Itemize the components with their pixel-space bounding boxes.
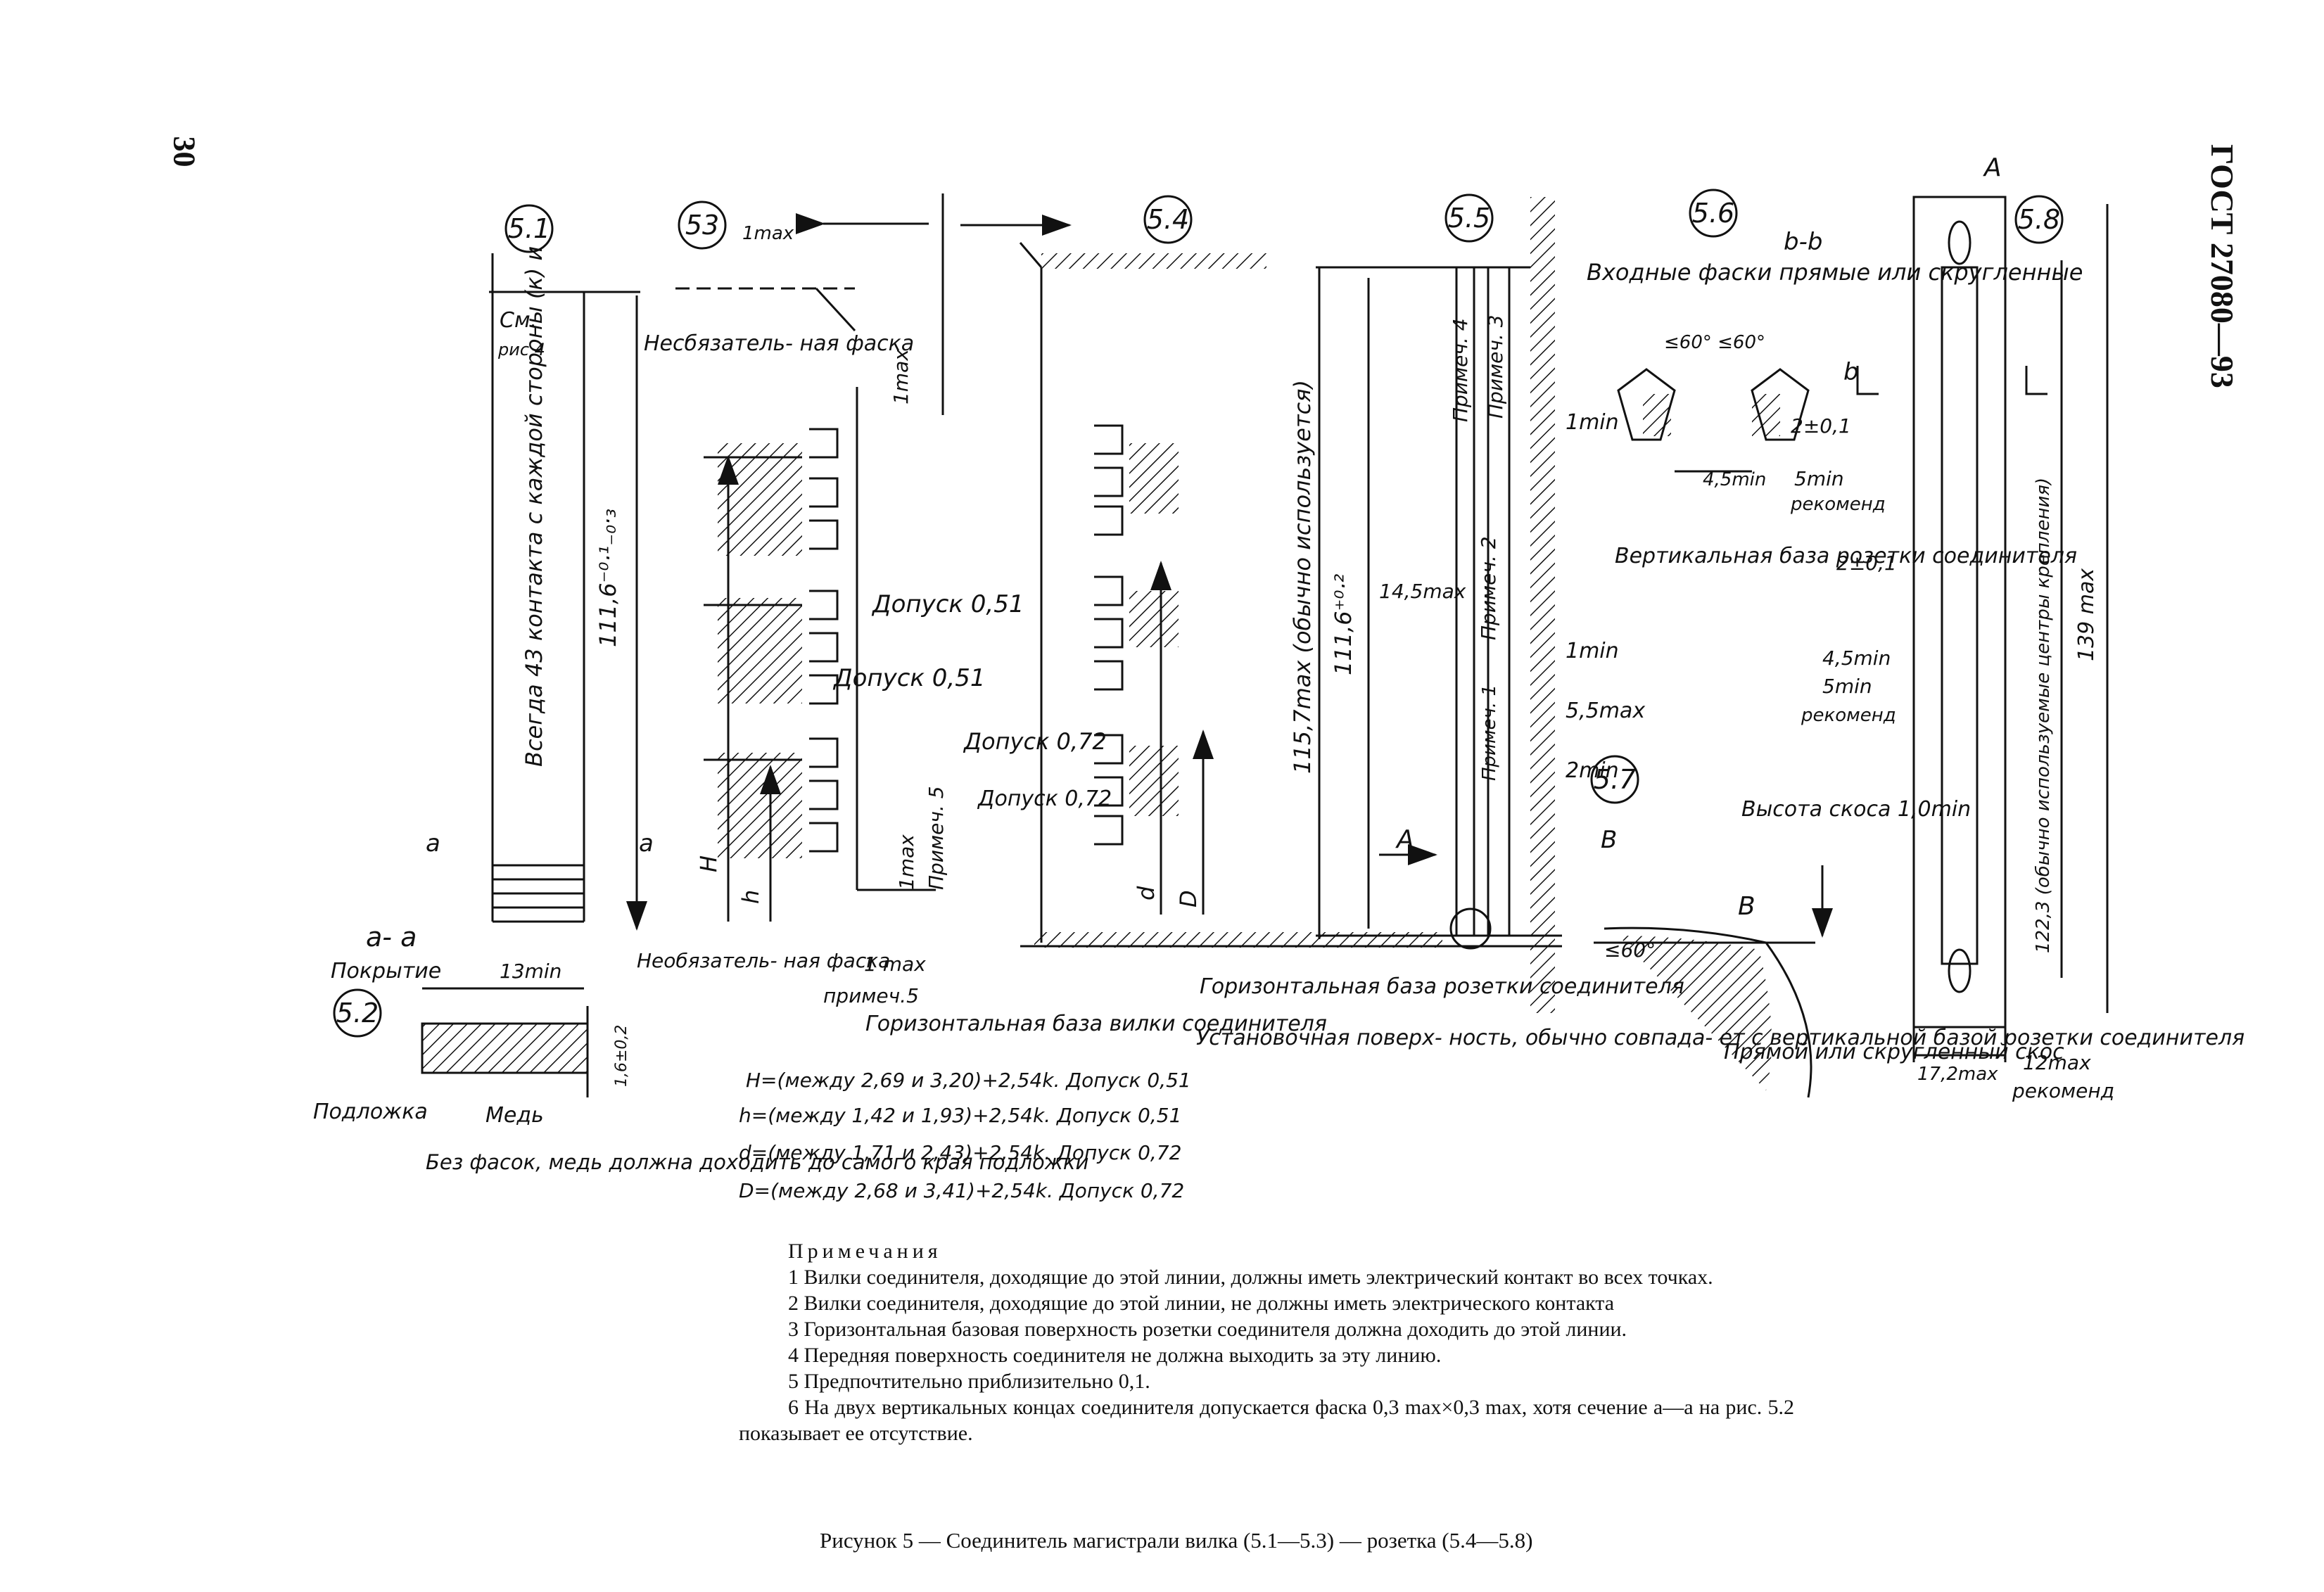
annotation-primech: Примеч. 3 — [1484, 314, 1507, 419]
annotation-1min: 1min — [1566, 639, 1619, 663]
annotation-dopusk: Допуск 0,72 — [977, 787, 1112, 811]
annotation-1max: 1max — [889, 349, 913, 405]
note-item: 3 Горизонтальная базовая поверхность роз… — [788, 1318, 1627, 1341]
notes-heading: Примечания — [788, 1240, 942, 1263]
annotation-5-5max: 5,5max — [1566, 699, 1645, 723]
annotation-a: a — [426, 829, 440, 858]
figure-caption: Рисунок 5 — Соединитель магистрали вилка… — [820, 1528, 1533, 1553]
section-label: 53 — [685, 210, 719, 241]
section-label: 5.5 — [1448, 203, 1490, 234]
annotation-primech: примеч.5 — [823, 984, 919, 1007]
annotation-4-5min: 4,5min — [1822, 647, 1891, 670]
note-item: 6 На двух вертикальных концах соединител… — [739, 1396, 1794, 1445]
annotation-13min: 13min — [500, 960, 561, 983]
annotation-2min: 2min — [1566, 758, 1619, 783]
annotation-dim-139: 139 max — [2074, 568, 2099, 661]
annotation-4-5min: 4,5min — [1703, 469, 1766, 490]
notes-section: Примечания 1 Вилки соединителя, доходящи… — [739, 1238, 1794, 1446]
annotation-ris: рис 4 — [497, 340, 545, 359]
section-aa: a- a — [366, 922, 417, 953]
annotation-optional-chamfer: Несбязатель- ная фаска — [644, 331, 914, 356]
note-item: 1 Вилки соединителя, доходящие до этой л… — [788, 1266, 1713, 1289]
annotation-14-5max: 14,5max — [1379, 580, 1466, 603]
annotation-pokrytie: Покрытие — [331, 959, 441, 983]
annotation-a: a — [639, 829, 654, 858]
annotation-5min: 5min — [1822, 675, 1872, 698]
annotation-primech: Примеч. 1 — [1479, 684, 1500, 781]
formula-d: d=(между 1,71 и 2,43)+2,54k. Допуск 0,72 — [739, 1141, 1181, 1164]
annotation-med: Медь — [485, 1103, 544, 1128]
annotation-1min: 1min — [1566, 410, 1619, 435]
annotation-rekomend: рекоменд — [1801, 705, 1896, 726]
note-item: 4 Передняя поверхность соединителя не до… — [788, 1344, 1442, 1367]
annotation-podlozhka: Подложка — [313, 1100, 428, 1124]
view-label-a: A — [1983, 153, 2002, 182]
annotation-height-bevel: Высота скоса 1,0min — [1741, 797, 1971, 822]
annotation-b: b — [1843, 358, 1859, 386]
annotation-dim-115-7: 115,7max (обычно используется) — [1289, 380, 1316, 774]
formula-H: H=(между 2,69 и 3,20)+2,54k. Допуск 0,51 — [746, 1069, 1191, 1092]
annotation-1max: 1 max — [864, 953, 926, 976]
annotation-12max: 12max — [2023, 1051, 2091, 1074]
annotation-primech: Примеч. 5 — [925, 786, 948, 890]
annotation-always43: Всегда 43 контакта с каждой стороны (к) … — [521, 246, 547, 767]
section-bb: b-b — [1784, 228, 1822, 256]
label-h: h — [737, 890, 764, 904]
formula-h: h=(между 1,42 и 1,93)+2,54k. Допуск 0,51 — [739, 1104, 1181, 1127]
annotation-primech: Примеч. 4 — [1449, 318, 1472, 422]
view-arrow-a: A — [1395, 825, 1414, 854]
annotation-dopusk: Допуск 0,51 — [832, 664, 985, 692]
section-label: 5.6 — [1692, 198, 1734, 229]
section-label: 5.8 — [2018, 204, 2060, 235]
section-label: 5.7 — [1594, 764, 1636, 795]
annotation-mount-surface: Установочная поверх- ность, обычно совпа… — [1196, 1026, 2244, 1050]
note-item: 2 Вилки соединителя, доходящие до этой л… — [788, 1292, 1615, 1315]
section-label: 5.4 — [1147, 204, 1189, 235]
annotation-1max: 1max — [742, 223, 794, 244]
note-item: 5 Предпочтительно приблизительно 0,1. — [788, 1370, 1150, 1393]
annotation-rekomend: рекоменд — [2012, 1079, 2114, 1102]
annotation-rekomend: рекоменд — [1790, 494, 1886, 515]
view-label-b: B — [1738, 892, 1755, 921]
annotation-dim-111-6-plus: 111,6⁺⁰·² — [1330, 574, 1357, 676]
annotation-no-chamfer: Без фасок, медь должна доходить до самог… — [426, 1150, 1088, 1174]
annotation-dopusk: Допуск 0,72 — [963, 728, 1107, 755]
annotation-vert-base: Вертикальная база розетки соединителя — [1615, 544, 2077, 568]
annotation-angles: ≤60° ≤60° — [1664, 332, 1765, 353]
section-label: 5.2 — [336, 998, 379, 1029]
annotation-sm: См. — [500, 308, 537, 333]
annotation-5min: 5min — [1794, 467, 1844, 490]
annotation-primech: Примеч. 2 — [1477, 536, 1500, 640]
annotation-dim-2: 2±0,1 — [1791, 414, 1851, 438]
annotation-straight-bevel: Прямой или скругленный скос — [1724, 1040, 2064, 1064]
label-H: H — [695, 855, 722, 872]
annotation-b: B — [1601, 826, 1617, 854]
section-label: 5.1 — [508, 213, 550, 244]
formula-D: D=(между 2,68 и 3,41)+2,54k. Допуск 0,72 — [739, 1179, 1184, 1202]
annotation-hor-base-socket: Горизонтальная база розетки соединителя — [1200, 974, 1684, 999]
annotation-hor-base-plug: Горизонтальная база вилки соединителя — [865, 1012, 1327, 1036]
annotation-1max: 1max — [895, 834, 918, 890]
annotation-angle: ≤60° — [1604, 938, 1656, 962]
annotation-dim-122-3: 122,3 (обычно используемые центры крепле… — [2033, 478, 2054, 953]
annotation-dim-2: 2±0,1 — [1836, 552, 1897, 575]
annotation-dim-1-6: 1,6±0,2 — [613, 1025, 630, 1087]
label-d: d — [1133, 886, 1160, 900]
annotation-optional-chamfer: Необязатель- ная фаска — [637, 949, 890, 972]
annotation-dopusk: Допуск 0,51 — [871, 590, 1024, 618]
annotation-17-2max: 17,2max — [1917, 1064, 1998, 1085]
annotation-dim-111-6: 111,6⁻⁰·¹₋₀·₃ — [595, 509, 621, 647]
label-D: D — [1175, 890, 1202, 908]
annotation-entry-chamfers: Входные фаски прямые или скругленные — [1587, 259, 2083, 286]
